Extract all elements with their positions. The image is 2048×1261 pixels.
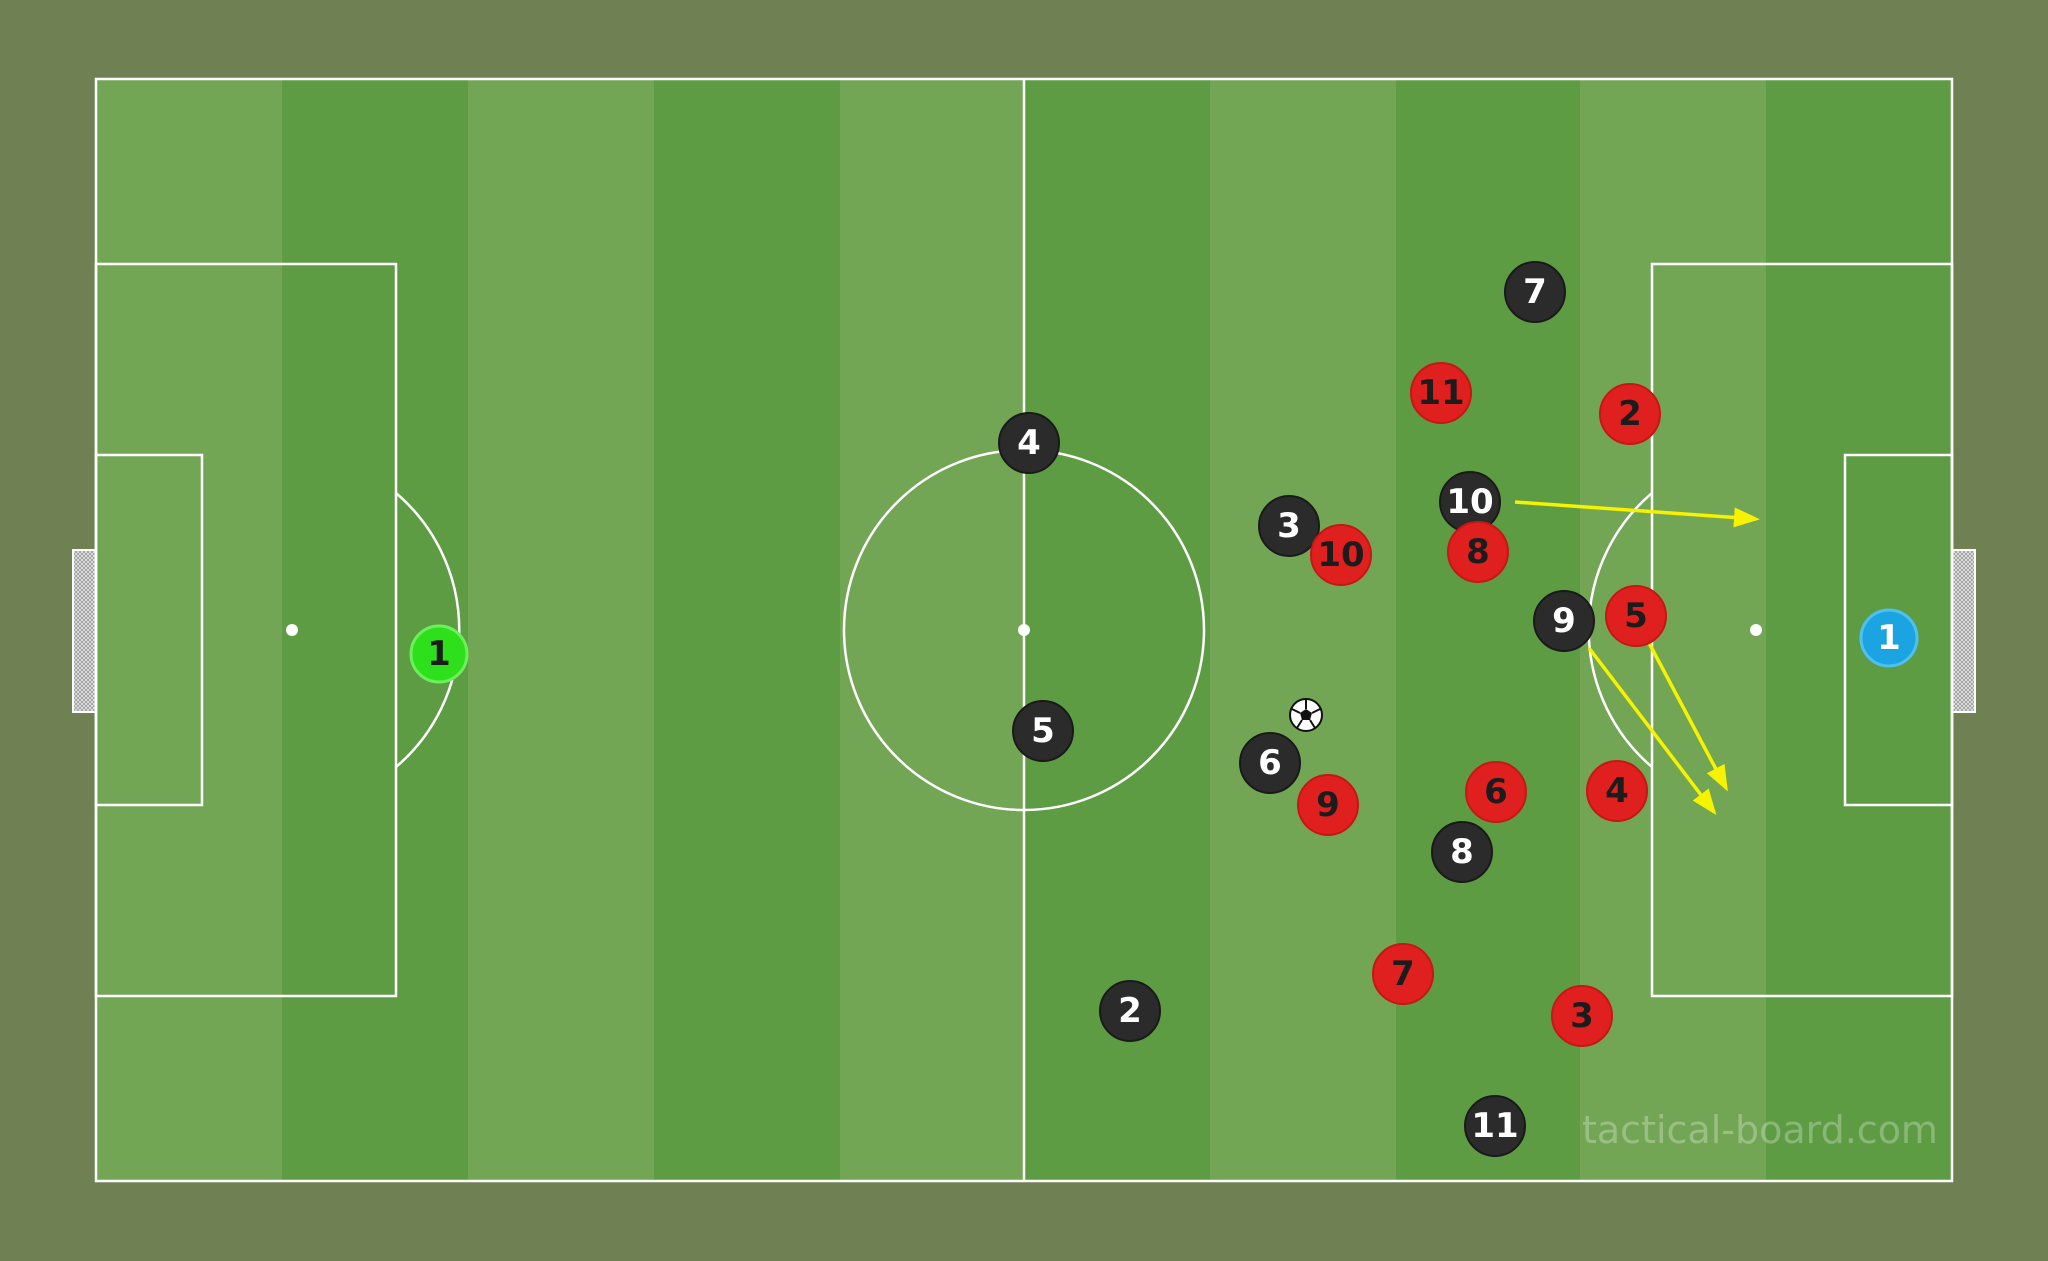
player-black-9[interactable]: 9: [1533, 590, 1595, 652]
svg-text:11: 11: [1417, 373, 1464, 413]
svg-text:3: 3: [1277, 506, 1301, 546]
svg-text:7: 7: [1523, 272, 1547, 312]
player-red-5[interactable]: 5: [1605, 585, 1667, 647]
arrow-black-10-run: [1514, 500, 1760, 528]
player-black-8[interactable]: 8: [1431, 821, 1493, 883]
svg-text:9: 9: [1552, 601, 1576, 641]
svg-text:11: 11: [1471, 1106, 1518, 1146]
svg-text:2: 2: [1118, 991, 1142, 1031]
player-black-2[interactable]: 2: [1099, 980, 1161, 1042]
svg-text:9: 9: [1316, 785, 1340, 825]
watermark: tactical-board.com: [1582, 1108, 1938, 1152]
goalkeeper-blue-1[interactable]: 1: [1859, 608, 1919, 668]
svg-text:1: 1: [427, 634, 451, 674]
left-goal-net: [72, 549, 97, 713]
goalkeepers: 1 1: [409, 608, 1919, 684]
movement-arrows: [1514, 500, 1760, 816]
player-red-9[interactable]: 9: [1297, 774, 1359, 836]
football-icon[interactable]: [1289, 698, 1323, 732]
svg-text:1: 1: [1877, 618, 1901, 658]
svg-text:4: 4: [1017, 423, 1041, 463]
player-black-4[interactable]: 4: [998, 412, 1060, 474]
pitch-markings: [94, 77, 1954, 1183]
centre-spot: [1018, 624, 1030, 636]
goalkeeper-green-1[interactable]: 1: [409, 624, 469, 684]
svg-text:6: 6: [1484, 772, 1508, 812]
player-red-8[interactable]: 8: [1447, 521, 1509, 583]
player-red-11[interactable]: 11: [1410, 362, 1472, 424]
svg-text:4: 4: [1605, 771, 1629, 811]
svg-text:8: 8: [1466, 532, 1490, 572]
arrow-black-9-run: [1587, 646, 1717, 816]
right-penalty-spot: [1750, 624, 1762, 636]
svg-text:8: 8: [1450, 832, 1474, 872]
player-black-3[interactable]: 3: [1258, 495, 1320, 557]
left-penalty-spot: [286, 624, 298, 636]
svg-text:5: 5: [1624, 596, 1648, 636]
svg-text:3: 3: [1570, 996, 1594, 1036]
svg-text:5: 5: [1031, 711, 1055, 751]
svg-text:6: 6: [1258, 743, 1282, 783]
left-penalty-arc: [395, 492, 461, 768]
svg-text:10: 10: [1317, 535, 1364, 575]
svg-text:7: 7: [1391, 954, 1415, 994]
player-black-5[interactable]: 5: [1012, 700, 1074, 762]
left-goal-area: [94, 453, 204, 807]
player-red-4[interactable]: 4: [1586, 760, 1648, 822]
arrow-red-5-run: [1647, 642, 1728, 792]
black-team: 4 5 2 3 6 7 10 9: [998, 261, 1595, 1157]
red-team: 11 2 10 8 5 9 6 4: [1297, 362, 1667, 1047]
player-red-7[interactable]: 7: [1372, 943, 1434, 1005]
player-black-7[interactable]: 7: [1504, 261, 1566, 323]
player-red-6[interactable]: 6: [1465, 761, 1527, 823]
player-black-10[interactable]: 10: [1439, 471, 1501, 533]
player-red-3[interactable]: 3: [1551, 985, 1613, 1047]
player-red-2[interactable]: 2: [1599, 383, 1661, 445]
player-black-6[interactable]: 6: [1239, 732, 1301, 794]
right-goal-area: [1843, 453, 1954, 807]
svg-text:2: 2: [1618, 394, 1642, 434]
player-red-10[interactable]: 10: [1310, 524, 1372, 586]
right-goal-net: [1951, 549, 1976, 713]
svg-text:10: 10: [1446, 482, 1493, 522]
player-black-11[interactable]: 11: [1464, 1095, 1526, 1157]
